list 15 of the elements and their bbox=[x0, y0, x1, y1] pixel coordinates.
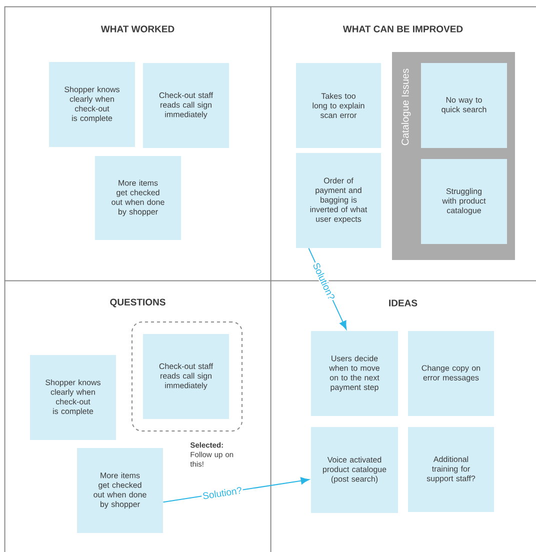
sticky-note: Users decide when to move on to the next payment step bbox=[311, 331, 398, 416]
sticky-note: Additional training for support staff? bbox=[408, 427, 494, 512]
sticky-note: Takes too long to explain scan error bbox=[296, 63, 381, 148]
sticky-note: More items get checked out when done by shopper bbox=[77, 448, 163, 533]
sticky-note: Check-out staff reads call sign immediately bbox=[143, 334, 229, 419]
sticky-note: More items get checked out when done by shopper bbox=[95, 156, 181, 240]
sticky-note: Check-out staff reads call sign immediately bbox=[143, 63, 229, 148]
sticky-note: No way to quick search bbox=[421, 63, 507, 148]
sticky-note: Order of payment and bagging is inverted of what user expects bbox=[296, 153, 381, 248]
sticky-note: Voice activated product catalogue (post search) bbox=[311, 427, 398, 513]
sticky-note: Struggling with product catalogue bbox=[421, 159, 507, 244]
sticky-note: Change copy on error messages bbox=[408, 331, 494, 416]
sticky-note: Shopper knows clearly when check-out is complete bbox=[30, 355, 116, 440]
edge-label: Solution? bbox=[203, 487, 242, 500]
sticky-note: Shopper knows clearly when check-out is complete bbox=[49, 62, 135, 147]
